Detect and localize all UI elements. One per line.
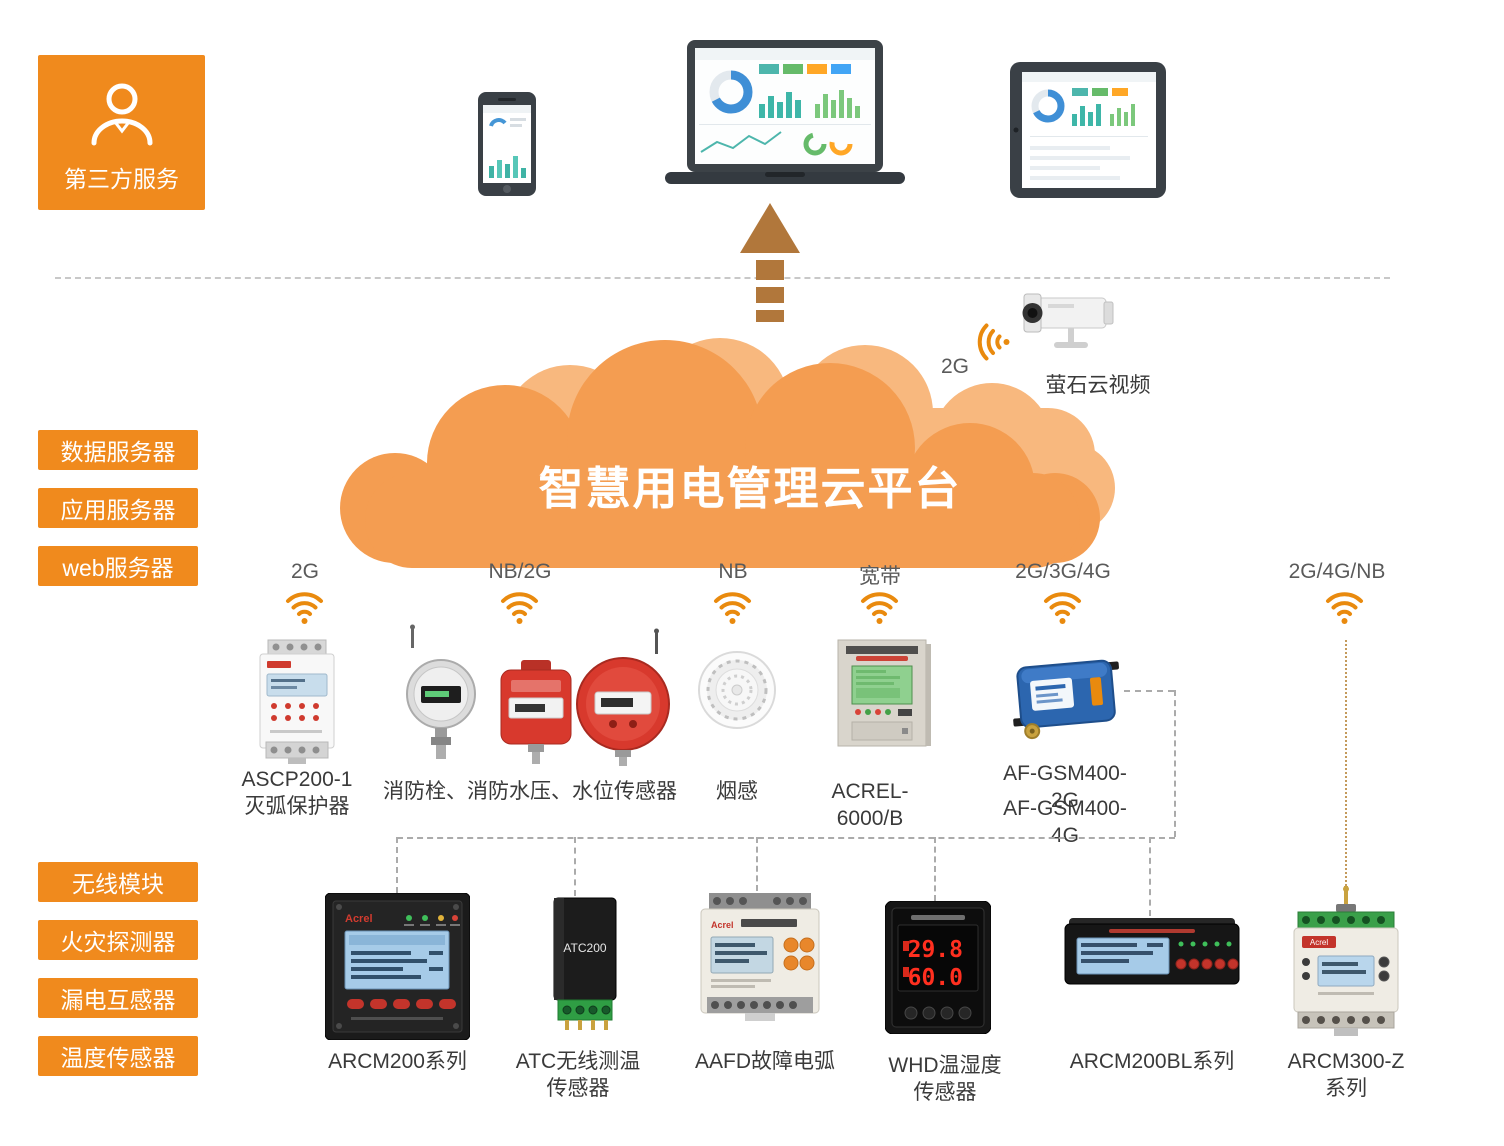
bus-line	[397, 837, 1175, 839]
device-label-aafd: AAFD故障电弧	[694, 1050, 835, 1073]
wifi-icon	[714, 592, 751, 624]
category-box-fire: 火灾探测器	[38, 920, 198, 960]
device-arcm200bl	[1064, 918, 1240, 985]
device-acrel6000-cabinet	[837, 639, 931, 747]
antenna-link-line	[1345, 640, 1347, 886]
camera-wifi-icon	[977, 320, 1012, 365]
svg-text:29.8: 29.8	[908, 937, 963, 963]
drop-line	[756, 837, 758, 891]
third-party-box: 第三方服务	[38, 55, 205, 210]
device-label-arcm200: ARCM200系列	[328, 1050, 467, 1073]
camera-signal-label: 2G	[940, 355, 969, 378]
cloud-platform-shape	[340, 338, 1115, 568]
category-box-wireless: 无线模块	[38, 862, 198, 902]
device-ascp200	[259, 639, 335, 764]
device-label-ascp200: ASCP200-1 灭弧保护器	[241, 768, 353, 818]
device-label-whd: WHD温湿度 传感器	[888, 1054, 1002, 1104]
svg-text:ATC200: ATC200	[563, 941, 606, 955]
device-arcm200: Acrel	[325, 893, 470, 1040]
wifi-icon	[1044, 592, 1081, 624]
upload-arrow-segment	[756, 287, 784, 303]
device-label-acrel6000: ACREL-6000/B	[831, 780, 909, 830]
device-label-atc: ATC无线测温 传感器	[515, 1050, 641, 1100]
tablet	[1010, 62, 1166, 198]
third-party-label: 第三方服务	[64, 166, 179, 192]
device-label-smoke: 烟感	[716, 780, 758, 803]
category-box-temperature: 温度传感器	[38, 1036, 198, 1076]
laptop	[665, 40, 905, 184]
drop-line	[1149, 837, 1151, 916]
server-box-data: 数据服务器	[38, 430, 198, 470]
device-label-gsm-2g: AF-GSM400-2G	[1003, 762, 1127, 812]
person-icon	[91, 83, 153, 146]
signal-label: 2G/3G/4G	[1015, 560, 1111, 583]
svg-text:Acrel: Acrel	[345, 913, 373, 925]
wifi-icon	[286, 592, 323, 624]
drop-line	[396, 837, 398, 893]
signal-label: 宽带	[859, 565, 901, 588]
camera-label: 萤石云视频	[1045, 374, 1151, 397]
riser-line	[1174, 690, 1176, 837]
drop-line	[934, 837, 936, 901]
device-label-gsm-4g: AF-GSM400-4G	[1003, 797, 1127, 847]
svg-text:Acrel: Acrel	[1310, 938, 1328, 947]
wifi-icon	[1326, 592, 1363, 624]
device-whd: 29.8 60.0	[885, 901, 991, 1034]
signal-label: 2G/4G/NB	[1288, 560, 1386, 583]
upload-arrow-head	[740, 203, 800, 253]
device-label-arcm200bl: ARCM200BL系列	[1069, 1050, 1235, 1073]
signal-label: 2G	[290, 560, 319, 583]
device-label-arcm300z: ARCM300-Z系列	[1287, 1050, 1405, 1100]
cctv-camera	[1022, 293, 1114, 348]
wifi-icon	[861, 592, 898, 624]
device-arcm300z: Acrel	[1293, 886, 1399, 1036]
signal-label: NB/2G	[488, 560, 552, 583]
upload-arrow-segment	[756, 260, 784, 280]
category-box-leakage: 漏电互感器	[38, 978, 198, 1018]
device-pressure-sensors	[406, 624, 670, 766]
separator-dashed-line	[55, 277, 1390, 279]
server-box-web: web服务器	[38, 546, 198, 586]
svg-text:60.0: 60.0	[908, 965, 963, 991]
device-smoke-detector	[698, 651, 776, 729]
cloud-platform-title: 智慧用电管理云平台	[538, 463, 962, 514]
device-label-fire-sensors: 消防栓、消防水压、水位传感器	[383, 780, 677, 803]
gsm-stub-line	[1124, 690, 1174, 692]
device-af-gsm400	[1013, 659, 1119, 740]
smartphone	[478, 92, 536, 196]
device-aafd: Acrel	[700, 893, 820, 1021]
signal-label: NB	[718, 560, 748, 583]
svg-text:Acrel: Acrel	[711, 920, 734, 930]
server-box-app: 应用服务器	[38, 488, 198, 528]
device-atc200: ATC200	[553, 897, 617, 1030]
upload-arrow-segment	[756, 310, 784, 322]
wifi-icon	[501, 592, 538, 624]
drop-line	[574, 837, 576, 896]
